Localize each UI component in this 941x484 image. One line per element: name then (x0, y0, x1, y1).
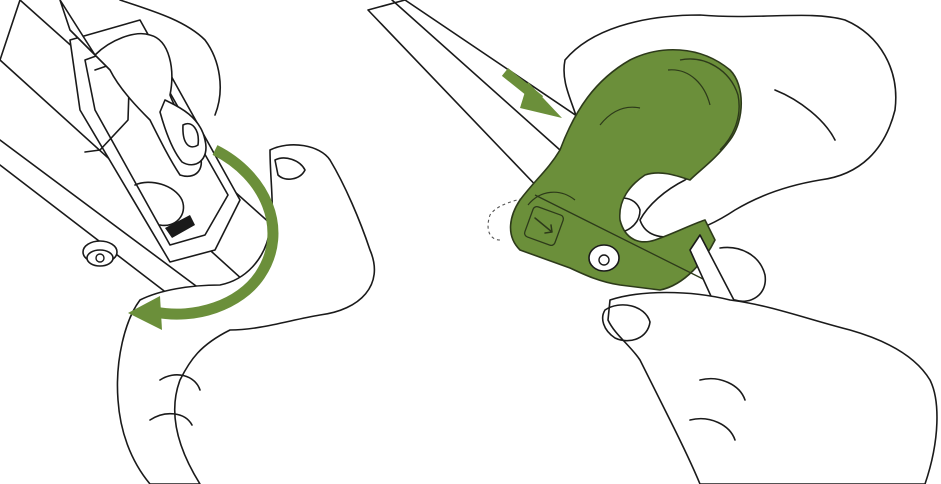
screw-knob-left (83, 241, 117, 266)
screw-knob-right (589, 245, 619, 271)
right-panel (368, 0, 937, 484)
left-panel (0, 0, 374, 484)
